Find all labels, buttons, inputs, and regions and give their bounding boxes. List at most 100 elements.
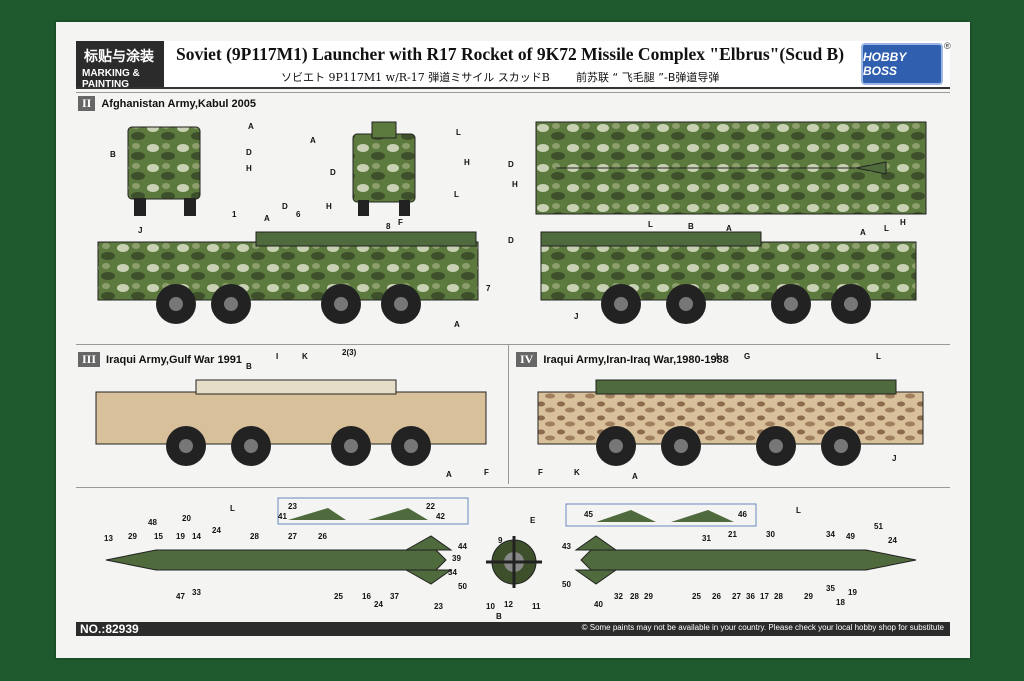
- callout: L: [456, 128, 461, 137]
- callout: G: [744, 352, 751, 361]
- callout: D: [508, 160, 514, 169]
- callout: H: [900, 218, 906, 227]
- callout: 28: [630, 592, 639, 601]
- callout: A: [310, 136, 316, 145]
- callout: 34: [448, 568, 457, 577]
- footer: NO.:82939 © Some paints may not be avail…: [76, 622, 950, 636]
- header-label-block: 标贴与涂装 MARKING & PAINTING: [76, 41, 164, 90]
- callout: 35: [826, 584, 835, 593]
- callout: 36: [746, 592, 755, 601]
- callout: 17: [760, 592, 769, 601]
- callout: 19: [848, 588, 857, 597]
- instruction-sheet: 标贴与涂装 MARKING & PAINTING Soviet (9P117M1…: [56, 22, 970, 658]
- callout: 11: [532, 602, 541, 611]
- callout: L: [648, 220, 653, 229]
- callout: 30: [766, 530, 775, 539]
- callout: F: [398, 218, 403, 227]
- callout: 23: [434, 602, 443, 611]
- afg-side-view-left: [97, 231, 479, 324]
- callout: 41: [278, 512, 287, 521]
- rocket-nozzle-view: [486, 536, 542, 588]
- rocket-left-view: [105, 535, 453, 585]
- callout: D: [330, 168, 336, 177]
- callout: H: [326, 202, 332, 211]
- callout: 39: [452, 554, 461, 563]
- divider: [76, 487, 950, 488]
- callout: 49: [846, 532, 855, 541]
- callout: 46: [738, 510, 747, 519]
- callout: 23: [288, 502, 297, 511]
- callout: 43: [562, 542, 571, 551]
- callout: 24: [374, 600, 383, 609]
- section-label: Iraqui Army,Gulf War 1991: [106, 354, 242, 366]
- section-roman: II: [78, 96, 96, 111]
- callout: 15: [154, 532, 163, 541]
- callout: D: [508, 236, 514, 245]
- callout: 34: [826, 530, 835, 539]
- fins-box-right: [565, 503, 757, 527]
- callout: A: [454, 320, 460, 329]
- callout: 24: [888, 536, 897, 545]
- kit-number: NO.:82939: [80, 622, 139, 636]
- iran-iraq-vehicle: [537, 379, 924, 466]
- callout: 26: [712, 592, 721, 601]
- callout: F: [484, 468, 489, 477]
- callout: 40: [594, 600, 603, 609]
- section-label: Iraqui Army,Iran-Iraq War,1980-1988: [543, 354, 729, 366]
- marking-label: MARKING & PAINTING: [82, 68, 140, 90]
- callout: 19: [176, 532, 185, 541]
- callout: 18: [836, 598, 845, 607]
- callout: 9: [498, 536, 503, 545]
- section-roman: III: [78, 352, 101, 367]
- callout: 1: [232, 210, 237, 219]
- callout: 10: [486, 602, 495, 611]
- callout: 33: [192, 588, 201, 597]
- callout: 6: [296, 210, 301, 219]
- callout: 13: [104, 534, 113, 543]
- callout: 29: [804, 592, 813, 601]
- afg-top-view: [535, 121, 927, 215]
- callout: 44: [458, 542, 467, 551]
- callout: 51: [874, 522, 883, 531]
- rocket-right-view: [574, 535, 917, 585]
- callout: 12: [504, 600, 513, 609]
- callout: L: [876, 352, 881, 361]
- callout: 24: [212, 526, 221, 535]
- callout: 28: [250, 532, 259, 541]
- callout: A: [632, 472, 638, 481]
- section-iran-iraq: IV Iraqui Army,Iran-Iraq War,1980-1988: [516, 352, 729, 367]
- callout: 28: [774, 592, 783, 601]
- gulf-war-vehicle: [95, 379, 487, 466]
- callout: A: [248, 122, 254, 131]
- callout: 31: [702, 534, 711, 543]
- callout: A: [264, 214, 270, 223]
- callout: L: [230, 504, 235, 513]
- callout: H: [246, 164, 252, 173]
- callout: H: [464, 158, 470, 167]
- callout: D: [246, 148, 252, 157]
- callout: I: [276, 352, 279, 361]
- afg-front-view: [127, 126, 201, 216]
- registered-mark: ®: [944, 41, 951, 51]
- callout: 14: [192, 532, 201, 541]
- callout: 25: [692, 592, 701, 601]
- page-title: Soviet (9P117M1) Launcher with R17 Rocke…: [176, 44, 845, 64]
- callout: A: [726, 224, 732, 233]
- callout: E: [530, 516, 536, 525]
- jp-subtitle: ソビエト 9P117M1 w/R-17 弾道ミサイル スカッドB: [281, 71, 550, 84]
- callout: J: [574, 312, 579, 321]
- callout: 48: [148, 518, 157, 527]
- callout: L: [884, 224, 889, 233]
- callout: 32: [614, 592, 623, 601]
- callout: L: [796, 506, 801, 515]
- section-roman: IV: [516, 352, 538, 367]
- callout: 37: [390, 592, 399, 601]
- callout: 8: [386, 222, 391, 231]
- callout: B: [246, 362, 252, 371]
- cn-label: 标贴与涂装: [84, 49, 154, 65]
- callout: 21: [728, 530, 737, 539]
- callout: J: [138, 226, 143, 235]
- afg-side-view-right: [540, 231, 917, 324]
- divider: [76, 344, 950, 345]
- callout: 7: [486, 284, 491, 293]
